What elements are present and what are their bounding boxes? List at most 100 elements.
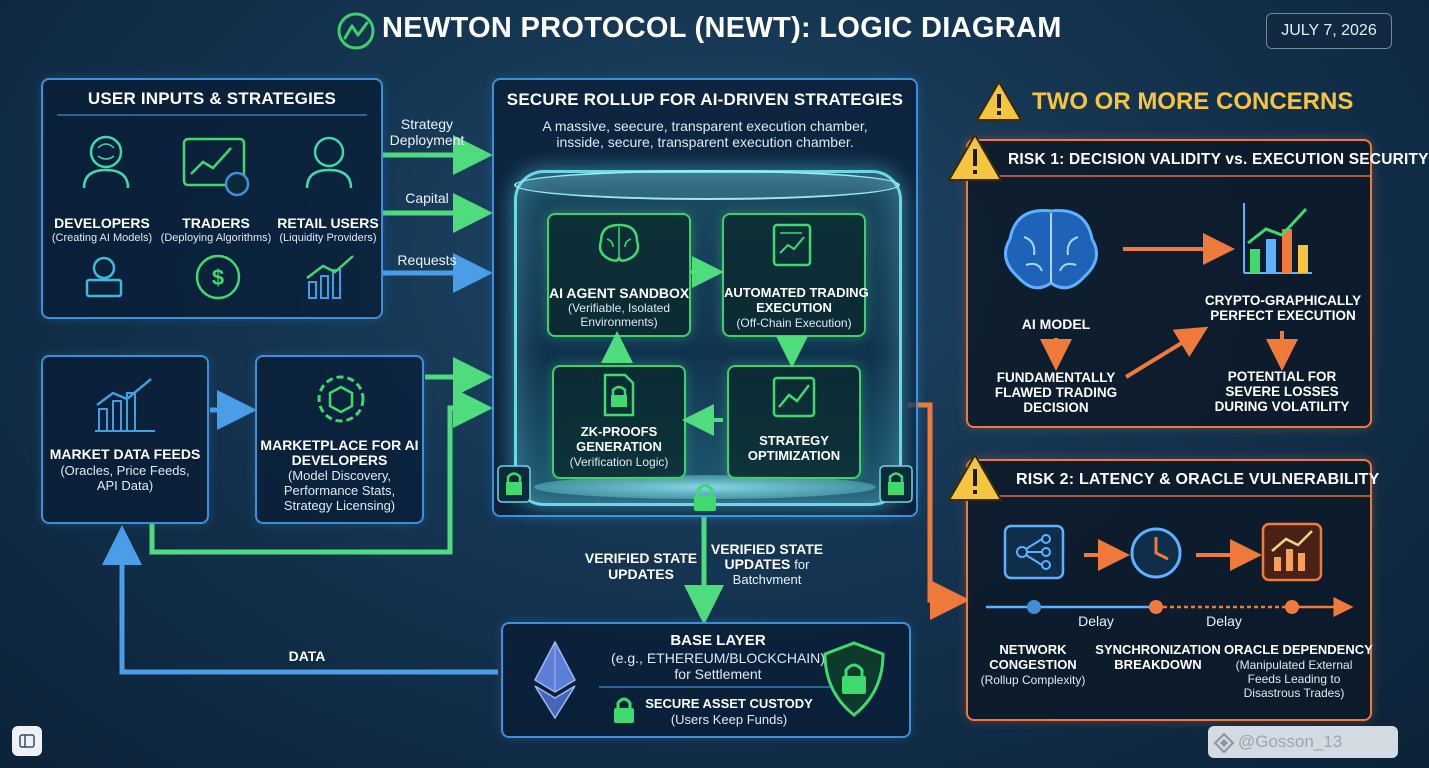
date-text: JULY 7, 2026 — [1281, 22, 1377, 39]
marketplace-sub-2: Performance Stats, — [283, 483, 396, 498]
concerns-title: TWO OR MORE CONCERNS — [1032, 88, 1354, 115]
custody-label: SECURE ASSET CUSTODY — [645, 696, 813, 711]
risk2-panel: RISK 2: LATENCY & ORACLE VULNERABILITY D… — [966, 459, 1379, 721]
retail-user-icon — [305, 136, 353, 189]
ai-brain-icon — [598, 223, 640, 262]
sync-1: SYNCHRONIZATION — [1095, 642, 1221, 657]
optimization-label-1: STRATEGY — [759, 433, 829, 448]
ai-model-brain-icon — [1004, 209, 1098, 290]
verified-right-for: for — [794, 557, 810, 572]
base-title: BASE LAYER — [670, 632, 766, 649]
divider — [599, 686, 835, 688]
developers-label: DEVELOPERS — [54, 215, 150, 231]
marketplace-label-2: DEVELOPERS — [291, 452, 388, 468]
risk2-warning-icon — [947, 453, 1003, 501]
loss-1: POTENTIAL FOR — [1227, 369, 1337, 384]
zk-box: ZK-PROOFS GENERATION (Verification Logic… — [552, 365, 686, 479]
zk-label-2: GENERATION — [576, 439, 662, 454]
flawed-2: FLAWED TRADING — [994, 385, 1118, 400]
left-lock-icon — [497, 465, 531, 503]
marketplace-sub-1: (Model Discovery, — [287, 468, 392, 483]
base-sub-2: for Settlement — [674, 666, 762, 682]
trading-sub: (Off-Chain Execution) — [736, 316, 852, 330]
zk-lock-document-icon — [603, 373, 635, 417]
gear-cube-icon — [317, 375, 365, 423]
flawed-1: FUNDAMENTALLY — [996, 370, 1116, 385]
risk1-title: RISK 1: DECISION VALIDITY vs. EXECUTION … — [1008, 151, 1429, 168]
watermark-badge: @Gosson_13 — [1208, 726, 1398, 758]
sidebar-toggle-button[interactable] — [12, 726, 42, 756]
rollup-title: SECURE ROLLUP FOR AI-DRIVEN STRATEGIES — [506, 90, 904, 109]
traders-sub: (Deploying Algorithms) — [160, 232, 272, 244]
divider — [57, 114, 367, 116]
divider — [968, 175, 1370, 177]
sync-2: BREAKDOWN — [1114, 657, 1202, 672]
retail-sub: (Liquidity Providers) — [279, 232, 377, 244]
retail-label: RETAIL USERS — [277, 215, 379, 231]
center-lock-icon — [694, 484, 716, 511]
base-sub-1: (e.g., ETHEREUM/BLOCKCHAIN) — [611, 650, 825, 666]
right-lock-icon — [879, 465, 913, 503]
strategy-label-1: Strategy — [400, 116, 454, 132]
oracle-chart-icon — [1261, 522, 1323, 582]
sandbox-sub-2: Environments) — [580, 315, 658, 329]
verified-left-1: VERIFIED STATE — [584, 550, 698, 566]
crypto-2: PERFECT EXECUTION — [1210, 308, 1356, 323]
chamber-top-rim — [514, 170, 900, 200]
optimization-chart-icon — [772, 376, 816, 418]
traders-label: TRADERS — [182, 215, 250, 231]
market-label: MARKET DATA FEEDS — [49, 446, 201, 462]
risk1-panel: RISK 1: DECISION VALIDITY vs. EXECUTION … — [966, 139, 1429, 428]
dollar-coin-icon: $ — [195, 254, 241, 300]
rollup-desc-2: insside, secure, transparent execution c… — [556, 134, 854, 150]
sandbox-sub-1: (Verifiable, Isolated — [567, 301, 671, 315]
oracle-sub-1: (Manipulated External — [1235, 658, 1353, 672]
zk-label-1: ZK-PROOFS — [580, 424, 658, 439]
market-sub-2: API Data) — [96, 478, 154, 493]
verified-right-2-row: UPDATES for — [708, 556, 826, 572]
crypto-1: CRYPTO-GRAPHICALLY — [1204, 293, 1362, 308]
watermark-text: @Gosson_13 — [1238, 732, 1343, 751]
market-loop-arrow — [149, 388, 493, 555]
custody-lock-icon — [614, 697, 634, 723]
developer-laptop-icon — [85, 256, 123, 298]
rollup-desc-1: A massive, seecure, transparent executio… — [542, 118, 868, 134]
zk-sub: (Verification Logic) — [569, 455, 669, 469]
oracle-sub-2: Feeds Leading to — [1247, 672, 1341, 686]
newton-logo-icon — [337, 12, 375, 50]
network-node-icon — [1003, 524, 1065, 580]
network-2: CONGESTION — [989, 657, 1077, 672]
internal-arrows — [601, 256, 808, 436]
warning-icon — [975, 80, 1023, 121]
marketplace-sub-3: Strategy Licensing) — [283, 498, 396, 513]
requests-label: Requests — [397, 252, 457, 268]
execution-chart-icon — [1243, 203, 1312, 274]
flawed-3: DECISION — [1023, 400, 1089, 415]
trader-chart-icon — [182, 137, 250, 197]
timeline-node-1 — [1027, 600, 1041, 614]
delay-1: Delay — [1078, 613, 1114, 629]
rollup-to-risk2-arrow — [908, 402, 970, 620]
market-chart-icon — [95, 378, 155, 432]
optimization-label-2: OPTIMIZATION — [747, 448, 841, 463]
growth-chart-icon — [306, 255, 354, 299]
clock-icon — [1130, 527, 1182, 579]
timeline-node-2 — [1149, 600, 1163, 614]
ethereum-icon — [534, 640, 576, 720]
verified-right-3: Batchvment — [732, 572, 802, 587]
trading-label-2: EXECUTION — [756, 300, 832, 315]
developer-brain-icon — [82, 135, 130, 189]
user-inputs-title: USER INPUTS & STRATEGIES — [87, 89, 337, 108]
divider — [968, 495, 1370, 497]
market-data-panel: MARKET DATA FEEDS (Oracles, Price Feeds,… — [41, 355, 209, 524]
oracle-sub-3: Disastrous Trades) — [1243, 686, 1345, 700]
rollup-panel: SECURE ROLLUP FOR AI-DRIVEN STRATEGIES A… — [492, 78, 918, 517]
sidebar-panel-icon — [19, 734, 35, 748]
delay-2: Delay — [1206, 613, 1242, 629]
capital-label: Capital — [405, 190, 449, 206]
verified-left-2: UPDATES — [608, 566, 674, 582]
marketplace-panel: MARKETPLACE FOR AI DEVELOPERS (Model Dis… — [255, 355, 424, 524]
risk2-title: RISK 2: LATENCY & ORACLE VULNERABILITY — [1016, 471, 1380, 488]
developers-sub: (Creating AI Models) — [51, 232, 153, 244]
